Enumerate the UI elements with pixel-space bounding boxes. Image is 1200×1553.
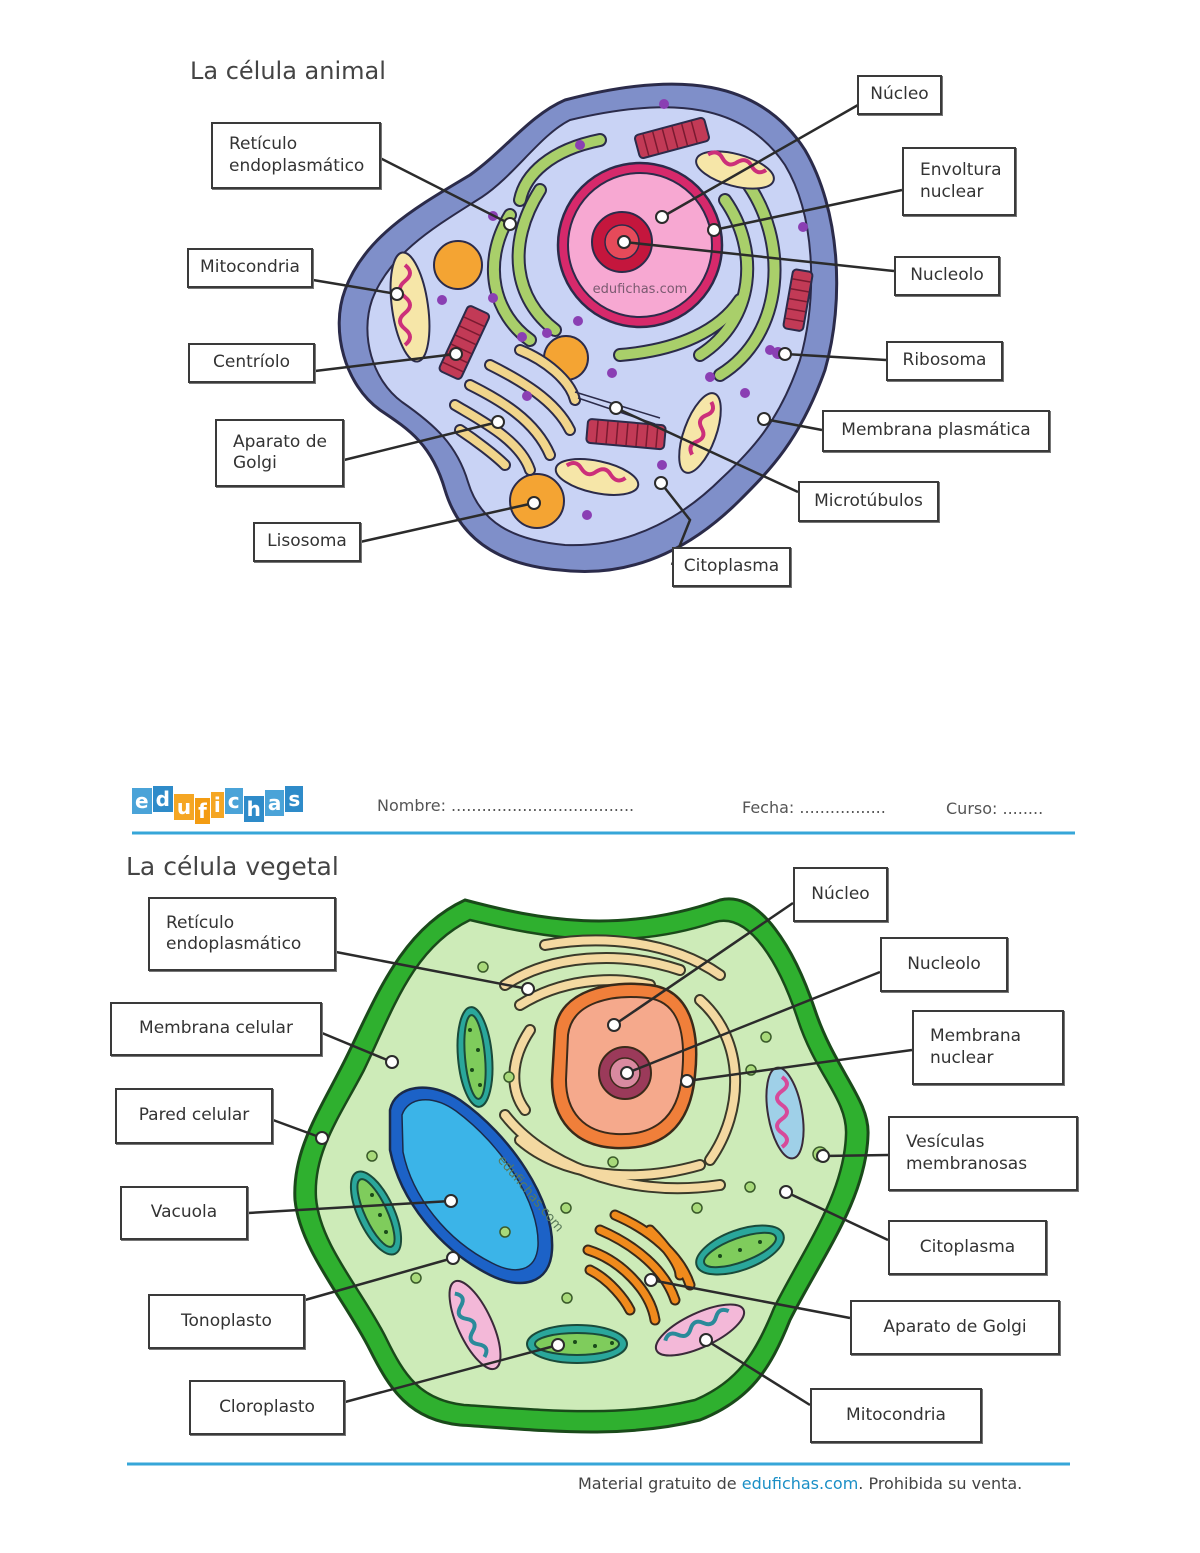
plant-endoplasmic-reticulum bbox=[499, 934, 741, 1195]
animal-watermark: edufichas.com bbox=[593, 282, 688, 297]
logo-letter: c bbox=[224, 788, 243, 814]
logo-letter: h bbox=[243, 796, 264, 822]
animal-title: La célula animal bbox=[190, 57, 386, 85]
animal-centrioles bbox=[438, 116, 814, 451]
animal-mitochondria bbox=[389, 150, 775, 496]
label-animal-centriolo: Centríolo bbox=[188, 343, 315, 383]
pointer-dot bbox=[707, 223, 721, 237]
label-plant-pared: Pared celular bbox=[115, 1088, 273, 1144]
logo-letter: i bbox=[210, 792, 224, 818]
pointer-dot bbox=[779, 1185, 793, 1199]
label-animal-membrana: Membrana plasmática bbox=[822, 410, 1050, 452]
pointer-dot bbox=[644, 1273, 658, 1287]
pointer-dot bbox=[620, 1066, 634, 1080]
pointer-dot bbox=[607, 1018, 621, 1032]
pointer-dot bbox=[503, 217, 517, 231]
pointer-dot bbox=[551, 1338, 565, 1352]
label-animal-reticulo: Retículo endoplasmático bbox=[211, 122, 381, 189]
label-plant-vacuola: Vacuola bbox=[120, 1186, 248, 1240]
label-animal-nucleolo: Nucleolo bbox=[894, 256, 1000, 296]
pointer-dot bbox=[390, 287, 404, 301]
plant-chloroplasts bbox=[349, 1006, 785, 1364]
footer-suffix: . Prohibida su venta. bbox=[858, 1474, 1023, 1493]
plant-connectors bbox=[247, 901, 913, 1407]
label-plant-cloroplasto: Cloroplasto bbox=[189, 1380, 345, 1435]
pointer-dot bbox=[680, 1074, 694, 1088]
logo-letter: a bbox=[264, 790, 285, 816]
logo-letter: f bbox=[195, 798, 210, 824]
label-animal-mitocondria: Mitocondria bbox=[187, 248, 313, 288]
label-plant-nucleolo: Nucleolo bbox=[880, 937, 1008, 992]
nombre-field[interactable]: Nombre: ................................… bbox=[377, 796, 635, 815]
pointer-dot bbox=[654, 476, 668, 490]
animal-connectors bbox=[312, 103, 903, 566]
label-plant-tonoplasto: Tonoplasto bbox=[148, 1294, 305, 1349]
label-plant-reticulo: Retículo endoplasmático bbox=[148, 897, 336, 971]
animal-golgi bbox=[449, 344, 581, 476]
label-plant-membrana-nuclear: Membrana nuclear bbox=[912, 1010, 1064, 1085]
pointer-dot bbox=[778, 347, 792, 361]
pointer-dot bbox=[491, 415, 505, 429]
label-animal-citoplasma: Citoplasma bbox=[672, 547, 791, 587]
plant-title: La célula vegetal bbox=[126, 852, 339, 881]
logo-letter: u bbox=[173, 794, 195, 820]
pointer-dot bbox=[385, 1055, 399, 1069]
animal-cell: edufichas.com bbox=[337, 82, 839, 573]
label-animal-envoltura: Envoltura nuclear bbox=[902, 147, 1016, 216]
label-animal-ribosoma: Ribosoma bbox=[886, 341, 1003, 381]
pointer-dot bbox=[617, 235, 631, 249]
footer-text: Material gratuito de edufichas.com. Proh… bbox=[578, 1474, 1022, 1493]
label-animal-golgi: Aparato de Golgi bbox=[215, 419, 344, 487]
pointer-dot bbox=[655, 210, 669, 224]
pointer-dot bbox=[449, 347, 463, 361]
pointer-dot bbox=[521, 982, 535, 996]
label-plant-mitocondria: Mitocondria bbox=[810, 1388, 982, 1443]
label-plant-golgi: Aparato de Golgi bbox=[850, 1300, 1060, 1355]
fecha-field[interactable]: Fecha: ................. bbox=[742, 798, 886, 817]
pointer-dot bbox=[699, 1333, 713, 1347]
curso-field[interactable]: Curso: ........ bbox=[946, 799, 1044, 818]
footer-prefix: Material gratuito de bbox=[578, 1474, 742, 1493]
label-plant-citoplasma: Citoplasma bbox=[888, 1220, 1047, 1275]
logo-letter: e bbox=[132, 788, 152, 814]
pointer-dot bbox=[527, 496, 541, 510]
plant-golgi bbox=[582, 1209, 696, 1326]
label-plant-vesiculas: Vesículas membranosas bbox=[888, 1116, 1078, 1191]
logo-letter: d bbox=[152, 786, 173, 812]
label-plant-nucleo: Núcleo bbox=[793, 867, 888, 922]
footer-brand-link[interactable]: edufichas.com bbox=[741, 1474, 859, 1493]
label-animal-nucleo: Núcleo bbox=[857, 75, 942, 115]
pointer-dot bbox=[757, 412, 771, 426]
logo-letter: s bbox=[285, 786, 304, 812]
label-plant-membrana-celular: Membrana celular bbox=[110, 1002, 322, 1056]
pointer-dot bbox=[315, 1131, 329, 1145]
label-animal-lisosoma: Lisosoma bbox=[253, 522, 361, 562]
plant-cell: edufichas.com bbox=[293, 897, 870, 1434]
pointer-dot bbox=[444, 1194, 458, 1208]
label-animal-microtubulos: Microtúbulos bbox=[798, 481, 939, 522]
pointer-dot bbox=[816, 1149, 830, 1163]
pointer-dot bbox=[609, 401, 623, 415]
pointer-dot bbox=[446, 1251, 460, 1265]
